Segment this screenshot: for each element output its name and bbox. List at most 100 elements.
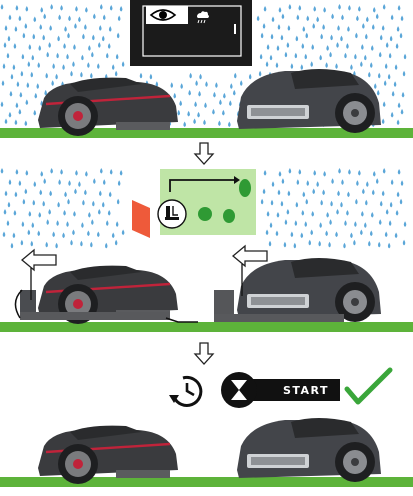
rain-drop [325, 230, 328, 237]
rain-drop [88, 212, 91, 218]
rain-drop [322, 24, 325, 30]
rain-drop [403, 221, 407, 227]
rain-drop [102, 179, 106, 185]
rain-drop [7, 201, 11, 208]
rain-drop [260, 32, 264, 39]
rain-drop [188, 89, 191, 96]
rain-drop [298, 169, 302, 175]
rain-drop [355, 198, 358, 205]
rain-drop [400, 108, 404, 115]
rain-drop [401, 91, 405, 98]
eye-icon [149, 9, 177, 21]
rain-drop [265, 61, 269, 67]
rain-drop [218, 120, 221, 127]
arrow-left-icon [231, 244, 268, 268]
rain-drop [117, 15, 121, 22]
rain-drop [355, 32, 358, 39]
rain-drop [91, 219, 94, 225]
rain-drop [223, 92, 226, 99]
rain-drop [319, 54, 322, 61]
rain-drop [269, 222, 273, 228]
rain-drop [0, 4, 4, 10]
rain-drop [205, 81, 208, 87]
rain-sensor-display [130, 0, 252, 66]
rain-drop [32, 33, 36, 40]
rain-drop [8, 111, 12, 118]
rain-drop [68, 15, 71, 22]
rain-drop [346, 43, 349, 49]
rain-drop [105, 52, 109, 59]
rain-drop [107, 43, 111, 49]
rain-drop [396, 26, 400, 32]
rain-drop [198, 90, 201, 97]
rain-drop [356, 180, 359, 186]
rain-drop [377, 241, 381, 248]
rain-drop [10, 242, 14, 249]
rain-drop [25, 170, 29, 176]
rain-drop [179, 100, 182, 106]
rain-drop [294, 220, 298, 226]
rain-drop [60, 169, 63, 175]
rain-drop [49, 25, 52, 31]
rain-drop [301, 210, 305, 216]
rain-drop [15, 5, 19, 11]
rain-drop [22, 32, 26, 39]
rain-drop [6, 220, 10, 226]
rain-drop [12, 232, 16, 239]
rain-drop [286, 42, 290, 48]
rain-drop [360, 229, 363, 236]
rain-drop [275, 62, 279, 68]
rain-drop [74, 188, 77, 195]
rain-drop [87, 62, 90, 68]
rain-drop [320, 33, 323, 40]
rain-drop [67, 198, 70, 205]
rain-drop [364, 54, 367, 61]
rain-drop [326, 45, 329, 51]
rain-drop [347, 191, 350, 198]
rain-drop [394, 232, 398, 239]
rain-drop [45, 241, 48, 248]
rain-drop [290, 231, 294, 238]
rain-drop [362, 23, 365, 29]
rain-drop [46, 219, 49, 225]
rain-drop [40, 7, 44, 13]
rain-drop [33, 181, 37, 187]
rain-drop [14, 26, 18, 32]
rain-drop [91, 51, 94, 58]
rain-drop [114, 70, 118, 77]
rain-drop [248, 73, 252, 80]
rain-drop [382, 4, 386, 10]
rain-drop [266, 211, 270, 217]
garden-map [132, 169, 256, 238]
rain-drop [335, 231, 338, 238]
rain-drop [304, 53, 308, 60]
rain-drop [116, 198, 120, 205]
rain-drop [149, 73, 153, 80]
rain-drop [93, 178, 96, 184]
rain-drop [21, 221, 25, 227]
grass-strip [0, 477, 413, 487]
rain-drop [388, 52, 392, 59]
rain-drop [281, 178, 285, 184]
rain-drop [389, 35, 393, 42]
rain-drop [329, 219, 332, 225]
rain-drop [52, 63, 55, 69]
rain-drop [336, 209, 339, 215]
rain-drop [84, 24, 87, 30]
rain-drop [58, 14, 61, 21]
rain-drop [265, 229, 269, 236]
rain-drop [396, 191, 400, 198]
rain-drop [85, 171, 88, 177]
rain-drop [64, 191, 67, 198]
rain-drop [25, 6, 29, 12]
rain-drop [24, 188, 28, 195]
rain-drop [384, 231, 388, 238]
rain-drop [40, 171, 44, 177]
rain-drop [21, 53, 25, 60]
rain-drop [101, 201, 105, 208]
rain-drop [341, 14, 344, 21]
rain-drop [78, 16, 81, 23]
rain-drop [177, 109, 181, 116]
rain-drop [72, 61, 75, 67]
